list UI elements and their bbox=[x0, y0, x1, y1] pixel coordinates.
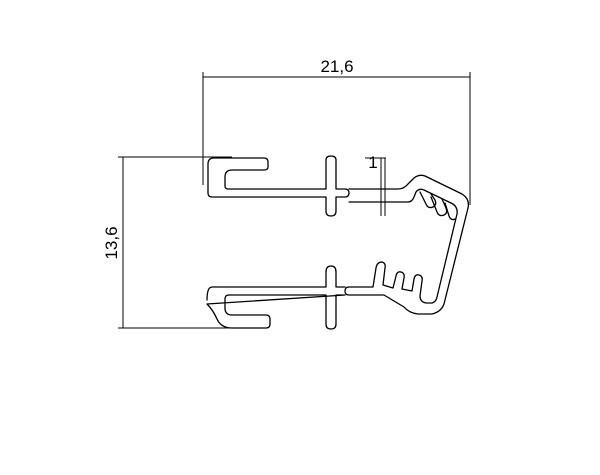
width-dimension: 21,6 bbox=[202, 57, 471, 205]
nose-outline bbox=[344, 188, 469, 315]
lower-clip-arm bbox=[206, 265, 346, 330]
height-dimension: 13,6 bbox=[102, 156, 235, 329]
profile-section bbox=[206, 155, 470, 330]
height-dimension-label: 13,6 bbox=[102, 226, 121, 259]
upper-clip-arm bbox=[207, 155, 350, 217]
upper-web bbox=[348, 174, 470, 209]
detail-dimension-label: 1 bbox=[368, 153, 377, 172]
width-dimension-label: 21,6 bbox=[320, 57, 353, 76]
nose-fin-top-3 bbox=[444, 202, 456, 221]
nose-fin-top-1 bbox=[419, 191, 437, 209]
detail-dimension: 1 bbox=[365, 153, 386, 216]
